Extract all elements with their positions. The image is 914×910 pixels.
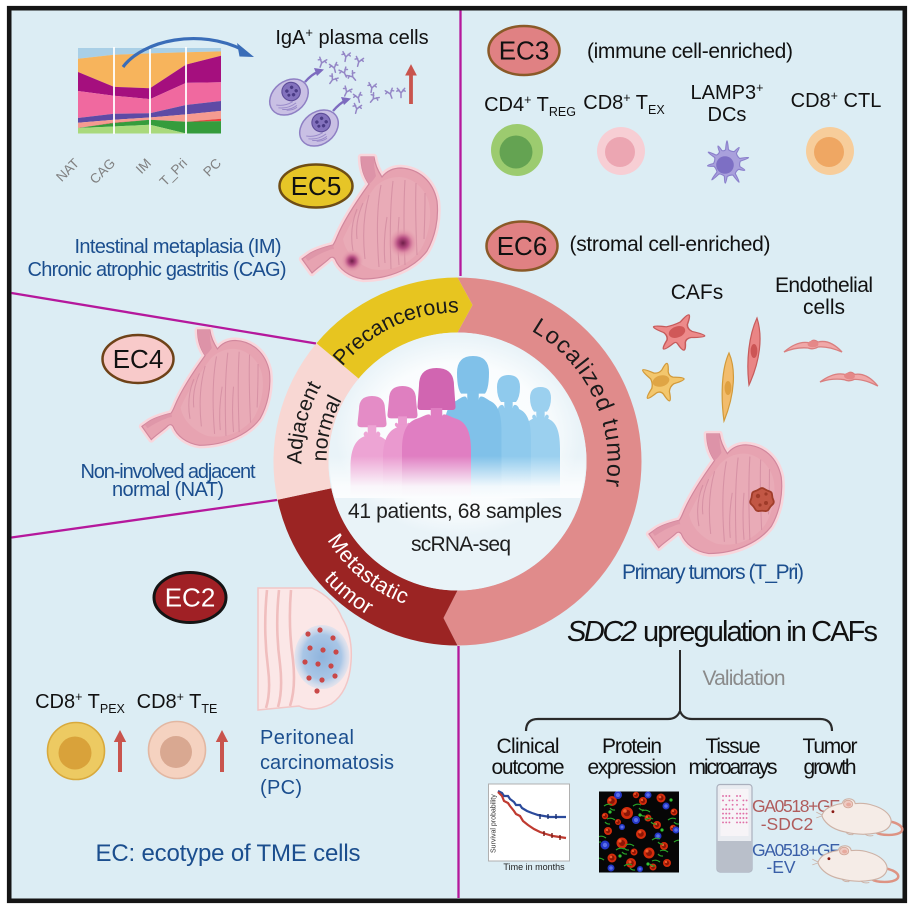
svg-text:(immune cell-enriched): (immune cell-enriched) [587,40,793,63]
svg-text:expression: expression [588,756,677,779]
svg-text:normal (NAT): normal (NAT) [112,479,224,501]
svg-text:Peritoneal: Peritoneal [260,727,354,749]
svg-text:Chronic atrophic gastritis (CA: Chronic atrophic gastritis (CAG) [28,259,287,281]
svg-text:scRNA-seq: scRNA-seq [411,533,511,556]
svg-text:DCs: DCs [708,104,747,126]
svg-text:EC6: EC6 [497,231,548,261]
svg-text:EC4: EC4 [113,344,164,374]
svg-text:LAMP3+: LAMP3+ [691,81,764,104]
svg-text:EC5: EC5 [291,171,342,201]
svg-text:SDC2: SDC2 [567,616,637,648]
svg-text:CD8+ CTL: CD8+ CTL [791,89,882,112]
svg-text:41 patients, 68 samples: 41 patients, 68 samples [348,500,562,523]
svg-text:CD8+ TEX: CD8+ TEX [583,91,665,117]
svg-text:cells: cells [803,296,845,319]
svg-text:Tissue: Tissue [706,735,761,758]
svg-text:Endothelial: Endothelial [775,274,873,297]
svg-text:CD8+ TPEX: CD8+ TPEX [35,690,125,716]
svg-text:CAFs: CAFs [671,281,724,304]
svg-text:EC2: EC2 [165,583,216,613]
svg-text:Tumor: Tumor [803,735,858,758]
svg-text:-EV: -EV [766,857,796,877]
svg-text:Primary tumors (T_Pri): Primary tumors (T_Pri) [622,561,804,584]
svg-text:growth: growth [804,756,857,779]
svg-text:EC: ecotype of TME cells: EC: ecotype of TME cells [96,840,361,867]
svg-text:Non-involved adjacent: Non-involved adjacent [81,461,256,483]
svg-text:Clinical: Clinical [497,735,560,758]
svg-text:upregulation in CAFs: upregulation in CAFs [643,616,878,648]
svg-text:Intestinal metaplasia (IM): Intestinal metaplasia (IM) [75,236,282,258]
svg-text:Time in months: Time in months [503,862,565,872]
svg-text:Protein: Protein [602,735,662,758]
svg-text:outcome: outcome [492,756,565,779]
svg-text:-SDC2: -SDC2 [761,814,814,834]
svg-text:IgA+ plasma cells: IgA+ plasma cells [275,25,428,49]
svg-text:EC3: EC3 [499,36,550,66]
svg-text:carcinomatosis: carcinomatosis [260,752,394,774]
svg-text:microarrays: microarrays [689,756,778,779]
svg-text:Validation: Validation [703,667,786,690]
svg-text:GA0518+GF: GA0518+GF [752,796,840,816]
svg-text:(PC): (PC) [260,777,302,799]
svg-text:Survival probability: Survival probability [491,794,498,853]
svg-text:GA0518+GF: GA0518+GF [752,840,840,860]
svg-text:(stromal cell-enriched): (stromal cell-enriched) [570,233,771,256]
